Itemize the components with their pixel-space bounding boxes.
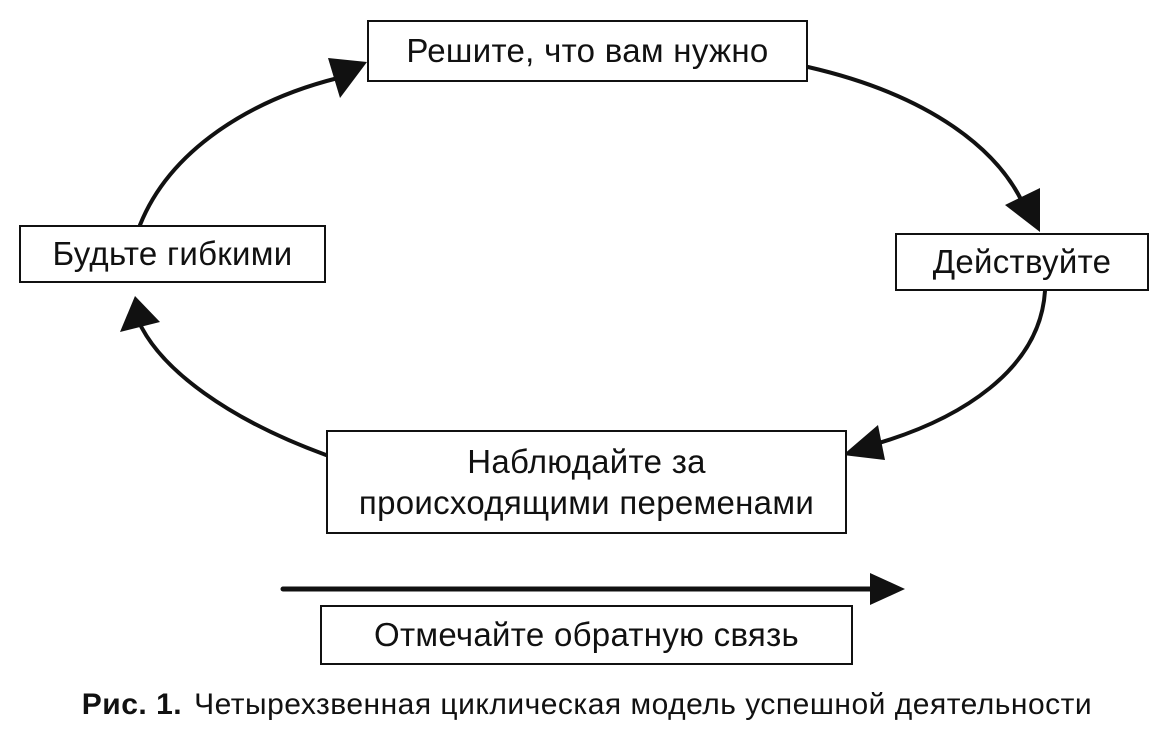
step-act-box: Действуйте <box>895 233 1149 291</box>
step-decide-label: Решите, что вам нужно <box>406 32 769 70</box>
feedback-arrowhead <box>870 573 905 605</box>
arrow-decide-to-act <box>806 65 1027 210</box>
arrowhead-decide <box>328 58 367 98</box>
arrowhead-act <box>1005 188 1040 232</box>
feedback-box: Отмечайте обратную связь <box>320 605 853 665</box>
step-observe-label-line2: происходящими переменами <box>358 484 815 521</box>
step-decide-box: Решите, что вам нужно <box>367 20 808 82</box>
arrowhead-flexible <box>120 296 160 332</box>
arrow-flexible-to-decide <box>138 76 340 227</box>
step-act-label: Действуйте <box>932 243 1112 281</box>
figure-caption-text: Четырехзвенная циклическая модель успешн… <box>194 688 1093 721</box>
figure-caption: Рис. 1. Четырехзвенная циклическая модель… <box>0 688 1174 722</box>
step-observe-label-line1: Наблюдайте за <box>467 442 706 480</box>
feedback-label: Отмечайте обратную связь <box>373 616 800 654</box>
step-flexible-label: Будьте гибкими <box>52 235 293 273</box>
arrow-act-to-observe <box>870 289 1047 447</box>
arrow-observe-to-flexible <box>136 318 328 457</box>
arrowhead-observe <box>843 425 885 460</box>
step-flexible-box: Будьте гибкими <box>19 225 326 283</box>
figure-caption-label: Рис. 1. <box>81 688 183 721</box>
step-observe-box: Наблюдайте за происходящими переменами <box>326 430 847 534</box>
